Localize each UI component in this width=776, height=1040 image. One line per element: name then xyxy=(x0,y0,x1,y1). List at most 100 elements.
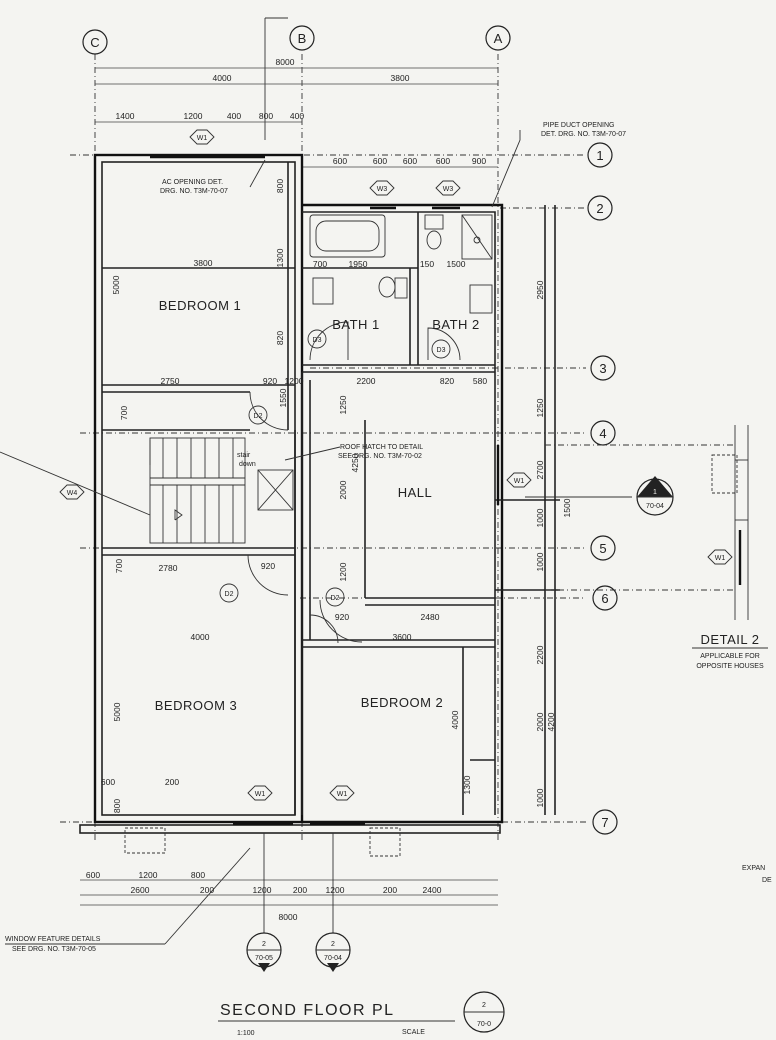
drawing-scale-label: SCALE xyxy=(402,1029,425,1036)
tag-w4-text: W4 xyxy=(67,490,78,497)
dim-920-a: 920 xyxy=(263,376,277,386)
dim-820: 820 xyxy=(440,376,454,386)
window-tag-w1-top xyxy=(189,129,215,145)
dim-bedroom1-width: 3800 xyxy=(194,258,213,268)
detail-2: DETAIL 2 APPLICABLE FOR OPPOSITE HOUSES … xyxy=(545,425,772,884)
room-labels: BEDROOM 1 BATH 1 BATH 2 HALL BEDROOM 3 B… xyxy=(155,298,480,713)
grid-label-c: C xyxy=(90,35,99,50)
section-marker-hall: 1 70-04 xyxy=(525,476,674,516)
grid-label-a: A xyxy=(494,31,503,46)
dim-top-r2-3: 600 xyxy=(436,156,450,166)
dim-580: 580 xyxy=(473,376,487,386)
grid-bubble-3 xyxy=(590,355,616,381)
stair-note-2: down xyxy=(239,461,256,468)
room-bath-1: BATH 1 xyxy=(332,317,380,332)
grid-columns: C B A xyxy=(82,17,511,840)
room-bath-2: BATH 2 xyxy=(432,317,480,332)
bdim-r2-5: 200 xyxy=(383,885,397,895)
room-bedroom-3: BEDROOM 3 xyxy=(155,698,238,713)
vdim-800-b: 800 xyxy=(112,799,122,813)
drawing-title-block: SECOND FLOOR PL 1:100 SCALE xyxy=(218,1002,455,1037)
door-tag-d2-c xyxy=(325,587,345,607)
marker-4-top: 2 xyxy=(482,1002,486,1009)
dim-top-r2-0: 600 xyxy=(333,156,347,166)
dim-top-r1-4: 400 xyxy=(290,111,304,121)
interior-dimensions: 3800 700 1950 150 1500 2750 920 1200 220… xyxy=(159,258,488,642)
dim-top-r1-3: 800 xyxy=(259,111,273,121)
note-window-feature-1: WINDOW FEATURE DETAILS xyxy=(5,936,101,943)
vdim-5000-b: 5000 xyxy=(112,702,122,721)
grid-bubble-2 xyxy=(587,195,613,221)
tag-w3-b-text: W3 xyxy=(443,186,454,193)
grid-label-2: 2 xyxy=(596,201,603,216)
note-roof-hatch-2: SEE DRG. NO. T3M-70-02 xyxy=(338,453,422,460)
detail2-sub-2: OPPOSITE HOUSES xyxy=(696,663,764,670)
grid-label-3: 3 xyxy=(599,361,606,376)
vdim-2000: 2000 xyxy=(338,480,348,499)
grid-label-7: 7 xyxy=(601,815,608,830)
dim-top-overall: 8000 xyxy=(276,57,295,67)
window-tag-w1-hall xyxy=(506,472,532,488)
tag-d2-c-text: D2 xyxy=(331,595,340,602)
dim-top-right: 3800 xyxy=(391,73,410,83)
detail2-title: DETAIL 2 xyxy=(701,632,760,647)
vdim-2000-b: 2000 xyxy=(535,712,545,731)
grid-bubble-b xyxy=(289,25,315,51)
room-bedroom-2: BEDROOM 2 xyxy=(361,695,444,710)
dim-bath-2: 150 xyxy=(420,259,434,269)
note-window-feature-2: SEE DRG. NO. T3M-70-05 xyxy=(12,946,96,953)
note-ac-opening-2: DRG. NO. T3M-70-07 xyxy=(160,188,228,195)
dim-bath-1: 1950 xyxy=(349,259,368,269)
tag-w3-a-text: W3 xyxy=(377,186,388,193)
bdim-r2-2: 1200 xyxy=(253,885,272,895)
roof-hatch xyxy=(257,446,341,511)
dim-2200: 2200 xyxy=(357,376,376,386)
vdim-820: 820 xyxy=(275,331,285,345)
door-swings xyxy=(247,321,461,644)
vdim-800: 800 xyxy=(275,179,285,193)
bdim-r2-6: 2400 xyxy=(423,885,442,895)
door-tag-d3-bath2 xyxy=(431,339,451,359)
vdim-5000: 5000 xyxy=(111,275,121,294)
note-roof-hatch-1: ROOF HATCH TO DETAIL xyxy=(340,444,423,451)
bdim-r2-3: 200 xyxy=(293,885,307,895)
dim-top-left: 4000 xyxy=(213,73,232,83)
door-tag-d2-b xyxy=(219,583,239,603)
dim-2480: 2480 xyxy=(421,612,440,622)
tag-w1-bed3-text: W1 xyxy=(255,791,266,798)
bdim-r2-4: 1200 xyxy=(326,885,345,895)
grid-bubble-6 xyxy=(592,585,618,611)
tag-w1-bed2-text: W1 xyxy=(337,791,348,798)
bdim-200: 200 xyxy=(165,777,179,787)
grid-label-5: 5 xyxy=(599,541,606,556)
dim-bath-3: 1500 xyxy=(447,259,466,269)
dim-top-r2-2: 600 xyxy=(403,156,417,166)
dim-2750: 2750 xyxy=(161,376,180,386)
dim-920-b: 920 xyxy=(261,561,275,571)
top-dimensions: 8000 4000 3800 1400 1200 400 800 400 600… xyxy=(95,57,498,168)
room-bedroom-1: BEDROOM 1 xyxy=(159,298,242,313)
tag-w1-detail-text: W1 xyxy=(715,555,726,562)
bdim-r1-0: 600 xyxy=(86,870,100,880)
bdim-r2-0: 2600 xyxy=(131,885,150,895)
tag-d2-a-text: D2 xyxy=(254,413,263,420)
dim-2780: 2780 xyxy=(159,563,178,573)
marker-2-top: 2 xyxy=(331,941,335,948)
vdim-700-b: 700 xyxy=(114,559,124,573)
grid-bubble-a xyxy=(485,25,511,51)
notes: AC OPENING DET. DRG. NO. T3M-70-07 PIPE … xyxy=(5,122,626,953)
grid-label-1: 1 xyxy=(596,148,603,163)
vdim-1000-a: 1000 xyxy=(535,508,545,527)
vdim-1200: 1200 xyxy=(338,562,348,581)
window-tag-w4 xyxy=(59,484,85,500)
drawing-title: SECOND FLOOR PL xyxy=(220,1002,395,1019)
dim-top-r1-0: 1400 xyxy=(116,111,135,121)
note-ac-opening-1: AC OPENING DET. xyxy=(162,179,223,186)
tag-w1-top-text: W1 xyxy=(197,135,208,142)
bdim-r2-1: 200 xyxy=(200,885,214,895)
dim-top-r1-2: 400 xyxy=(227,111,241,121)
vdim-2200: 2200 xyxy=(535,645,545,664)
vdim-2700: 2700 xyxy=(535,460,545,479)
vdim-1250-b: 1250 xyxy=(535,398,545,417)
interior-walls xyxy=(102,162,560,815)
